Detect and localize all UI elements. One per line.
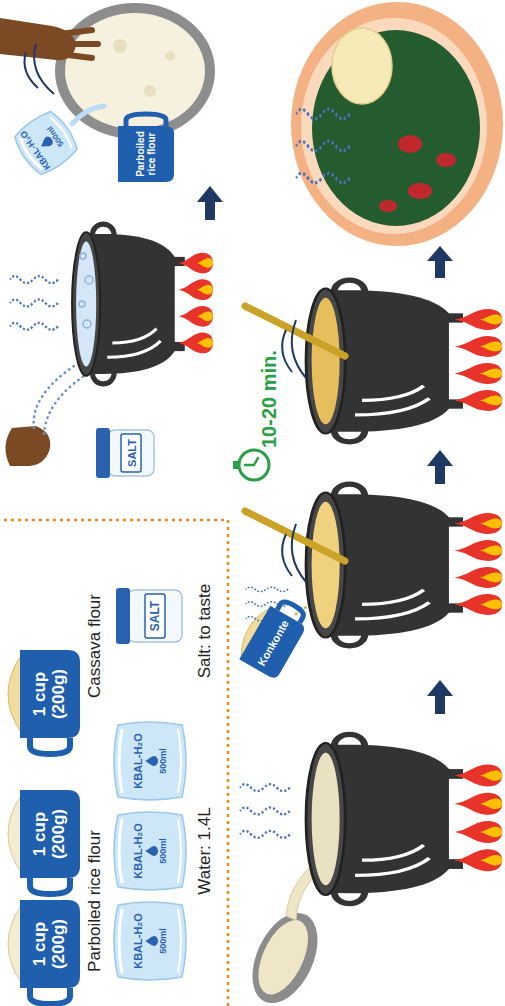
lump: [165, 51, 175, 61]
ingredient-label: Salt: to taste: [196, 556, 215, 706]
node-text: 1 cup (200g): [31, 802, 68, 866]
meat-piece: [436, 153, 456, 167]
motion-arc: [292, 320, 306, 378]
node-text: KBAL-H₂O: [132, 823, 144, 879]
fingers: [60, 30, 98, 58]
cooking-pot: [306, 734, 502, 903]
stirring-stick: [245, 511, 345, 561]
water-sachet: KBAL-H₂O 500ml: [112, 811, 188, 891]
konkonte-ball: [332, 28, 392, 104]
cooking-pot: [72, 224, 213, 384]
salt-jar: SALT: [96, 428, 154, 478]
salt-jar: SALT: [116, 588, 182, 644]
ingredient-label: Water: 1.4L: [196, 781, 215, 921]
steam: [10, 276, 58, 330]
timer: [239, 450, 269, 480]
bowl-rim: [301, 18, 487, 234]
ingredient-label: Cassava flour: [86, 576, 105, 716]
water-drop: [145, 846, 158, 856]
bubble: [85, 276, 93, 284]
water-sachet: KBAL-H₂O 500ml: [112, 721, 188, 801]
water-drop: [145, 936, 158, 946]
bubble: [80, 253, 86, 259]
salt-sprinkle: [44, 376, 84, 434]
flour-mound: [8, 654, 22, 734]
steam: [296, 109, 349, 183]
stirring-stick: [245, 306, 345, 356]
flow-arrow: [427, 246, 453, 278]
dotted-divider: [0, 520, 228, 1006]
hand: [5, 426, 50, 466]
water-drop: [145, 756, 158, 766]
salt-sprinkle: [34, 362, 80, 428]
flour-mound: [8, 904, 22, 984]
flow-arrow: [427, 450, 453, 484]
node-text: 500ml: [159, 928, 169, 954]
mixture: [248, 912, 318, 1001]
lump: [144, 85, 156, 97]
bubble: [79, 301, 85, 307]
flow-arrow: [197, 186, 223, 220]
lump: [113, 39, 127, 53]
node-text: SALT: [126, 439, 138, 467]
water-sachet: KBAL-H₂O 500ml: [112, 901, 188, 981]
timer-knob: [233, 461, 238, 469]
measuring-cup: 1 cup (200g): [20, 900, 80, 988]
flour-mound: [8, 794, 22, 874]
node-text: 500ml: [159, 838, 169, 864]
steam: [240, 784, 290, 838]
flow-arrow: [427, 680, 453, 714]
flour-mug: Parboiled rice flour: [118, 126, 174, 182]
time-label: 10-20 min.: [258, 338, 280, 448]
node-text: KBAL-H₂O: [132, 733, 144, 789]
node-text: 1 cup (200g): [31, 662, 68, 726]
measuring-cup: 1 cup (200g): [20, 790, 80, 878]
ingredient-label: Parboiled rice flour: [86, 806, 105, 996]
water-sachet: KBAL-H₂O500ml: [8, 105, 85, 181]
cooking-pot: [306, 484, 502, 646]
timer-hands: [245, 458, 258, 465]
shape-outline: [96, 428, 154, 478]
motion-arc: [34, 44, 54, 94]
cooking-pot: [306, 280, 502, 442]
bubble: [83, 320, 91, 328]
node-text: KBAL-H₂O: [132, 913, 144, 969]
pouring-bowl: [239, 903, 330, 1006]
node-text: 500ml: [159, 748, 169, 774]
motion-arc: [292, 524, 306, 582]
meat-piece: [408, 183, 432, 199]
node-text: SALT: [149, 601, 162, 631]
node-text: 1 cup (200g): [31, 912, 68, 976]
motion-arc: [282, 534, 292, 576]
measuring-cup: 1 cup (200g): [20, 650, 80, 738]
serving-bowl: [291, 2, 503, 246]
node-text: Parboiled rice flour: [135, 128, 157, 180]
motion-arc: [282, 330, 292, 372]
mixing-bowl: [55, 3, 215, 139]
bowl: [239, 903, 330, 1006]
meat-piece: [398, 135, 422, 153]
water-stream: [72, 106, 104, 124]
meat-piece: [379, 200, 397, 212]
